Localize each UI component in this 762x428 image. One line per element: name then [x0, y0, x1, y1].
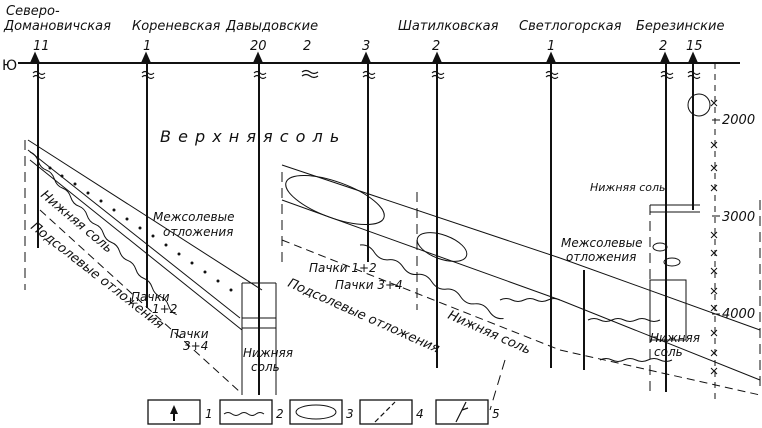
- field-label-berezinskie: Березинские: [636, 19, 724, 34]
- label-packs-b2: 3+4: [183, 339, 208, 353]
- well-number-3: 3: [362, 39, 370, 54]
- depth-cross-marks: [710, 99, 718, 375]
- break-marks: [32, 70, 701, 80]
- label-upper-salt: В е р х н я я с о л ь: [160, 127, 340, 146]
- well-sha-2: [431, 51, 443, 368]
- pebble-lens-east-2: [652, 242, 668, 252]
- well-20: [252, 51, 264, 395]
- well-arrow-icon: [170, 405, 178, 414]
- legend-number-1: 1: [205, 407, 213, 421]
- field-label-svetlogorskaya: Светлогорская: [519, 19, 622, 34]
- western-block: [24, 139, 277, 395]
- label-lower-salt-box-2: соль: [251, 360, 280, 374]
- pebble-band-west: [29, 151, 177, 316]
- fault-line-icon: [374, 401, 396, 423]
- wavy-contact-east-1: [587, 318, 661, 322]
- pebble-lens-center-1: [285, 174, 385, 226]
- field-label-davydovskie: Давыдовские: [225, 19, 318, 34]
- well-number-ber-2: 2: [659, 39, 667, 54]
- pebble-line-icon: [223, 412, 265, 416]
- label-interbed-2a: Межсолевые: [561, 236, 642, 250]
- well-dav-2: [301, 69, 319, 79]
- wavy-contact-east-2: [599, 358, 673, 362]
- legend-item-3: 3: [289, 399, 354, 425]
- well-number-sve-1: 1: [547, 39, 555, 54]
- legend-item-2: 2: [219, 399, 284, 425]
- well-number-15: 15: [686, 39, 703, 54]
- label-lower-salt-east-box-2: соль: [654, 345, 683, 359]
- legend-item-1: 1: [147, 399, 213, 425]
- wells: [29, 51, 699, 395]
- depth-tick-4000: 4000: [722, 307, 755, 322]
- label-interbed-2b: отложения: [566, 250, 636, 264]
- field-label-severo-2: Домановичская: [3, 19, 111, 34]
- depth-scale: 2000 3000 4000: [710, 63, 755, 400]
- well-15: [687, 51, 699, 210]
- eastern-block: [559, 93, 761, 396]
- label-lower-salt-box-1: Нижняя: [243, 346, 293, 360]
- central-block: [281, 164, 561, 411]
- well-arrow-icon: [252, 51, 264, 64]
- well-3: [360, 51, 372, 262]
- depth-tick-2000: 2000: [722, 113, 755, 128]
- well-arrow-icon: [545, 51, 557, 64]
- label-packs-b1: Пачки: [170, 327, 209, 341]
- legend-number-2: 2: [276, 407, 284, 421]
- well-number-kor-1: 1: [143, 39, 151, 54]
- legend: 1 2 3 4 5: [147, 399, 500, 425]
- well-number-20: 20: [250, 39, 267, 54]
- label-packs-a2: 1+2: [152, 302, 177, 316]
- label-packs-a1: Пачки: [131, 290, 170, 304]
- well-arrow-icon: [659, 51, 671, 64]
- well-arrow-icon: [29, 51, 41, 64]
- unit-labels: В е р х н я я с о л ь Межсолевые отложен…: [28, 127, 700, 374]
- well-ber-2: [659, 51, 671, 392]
- depth-tick-3000: 3000: [722, 210, 755, 225]
- well-11: [29, 51, 41, 248]
- well-arrow-icon: [431, 51, 443, 64]
- pebble-lens-east-box: [649, 279, 687, 341]
- well-number-sha-2: 2: [432, 39, 440, 54]
- legend-item-5: 5: [435, 399, 500, 425]
- label-lower-salt-center: Нижняя соль: [445, 308, 533, 358]
- well-arrow-icon: [140, 51, 152, 64]
- well-number-11: 11: [33, 39, 50, 54]
- label-lower-salt-east-box-1: Нижняя: [650, 331, 700, 345]
- legend-number-3: 3: [346, 407, 354, 421]
- well-arrow-icon: [360, 51, 372, 64]
- pebble-lens-east-3: [663, 257, 681, 267]
- pebble-lens-icon: [295, 404, 337, 420]
- well-arrow-icon: [687, 51, 699, 64]
- label-packs-c: Пачки 1+2: [309, 261, 377, 275]
- label-lower-salt-east-top: Нижняя соль: [590, 181, 666, 194]
- wavy-contact-center: [499, 298, 561, 302]
- field-label-severo-1: Северо-: [6, 4, 60, 19]
- label-interbed-1a: Межсолевые: [153, 210, 234, 224]
- pebble-lens-east-1: [687, 93, 711, 117]
- well-number-dav-2: 2: [303, 39, 311, 54]
- well-sve-1: [545, 51, 585, 370]
- legend-item-4: 4: [359, 399, 424, 425]
- south-direction-label: Ю: [2, 58, 17, 74]
- field-label-shatilkovskaya: Шатилковская: [398, 19, 499, 34]
- legend-number-4: 4: [416, 407, 424, 421]
- well-projection-icon: [301, 69, 319, 79]
- well-projection-icon: [455, 401, 467, 423]
- field-labels: Северо- Домановичская Кореневская Давыдо…: [3, 4, 724, 34]
- well-kor-1: [140, 51, 152, 308]
- field-label-korenevskaya: Кореневская: [132, 19, 221, 34]
- well-numbers: 11 1 20 2 3 2 1 2 15: [33, 39, 703, 54]
- legend-number-5: 5: [492, 407, 500, 421]
- pebble-lens-center-2: [416, 232, 468, 262]
- label-interbed-1b: отложения: [163, 225, 233, 239]
- pebble-band-center: [359, 244, 504, 320]
- label-packs-d: Пачки 3+4: [335, 278, 403, 292]
